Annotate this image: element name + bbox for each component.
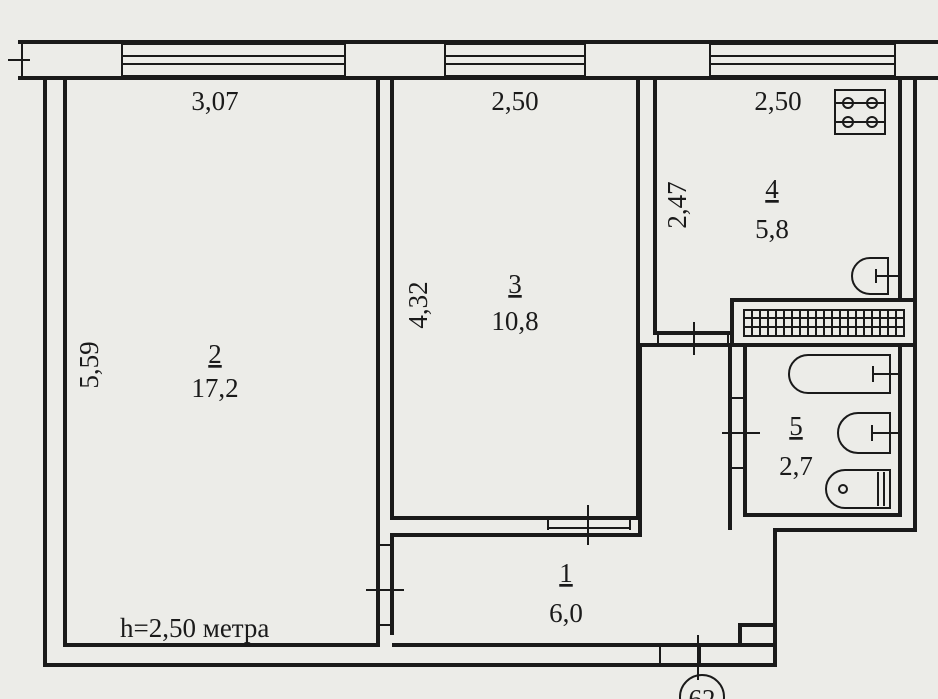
room-3-area: 10,8 [491,306,538,336]
ventilation-shaft [730,298,917,347]
room-3-length: 4,32 [403,281,433,328]
bathtub-icon [788,354,898,394]
room-2-walls [63,80,380,647]
room-4-width: 2,50 [754,86,801,116]
window [121,43,346,77]
room-1-number: 1 [559,558,573,588]
room-4-length: 2,47 [662,181,692,228]
washbasin-icon [837,412,898,454]
ceiling-height-label: h=2,50 метра [120,613,269,643]
room-4-area: 5,8 [755,214,789,244]
room-3-width: 2,50 [491,86,538,116]
room-5-walls [728,345,902,530]
room-1-area: 6,0 [549,598,583,628]
room-2-number: 2 [208,339,222,369]
window [444,43,586,77]
room-2-length: 5,59 [74,341,104,388]
partition-wall [390,80,640,520]
sink-icon [851,257,898,295]
corridor-walls [390,343,730,635]
room-2-area: 17,2 [191,373,238,403]
exterior-wall-top [8,40,938,80]
apartment-number: 62 [689,684,716,699]
room-3-number: 3 [508,269,522,299]
apartment-number-circle [679,674,725,699]
room-5-number: 5 [789,411,803,441]
window [709,43,896,77]
toilet-icon [825,469,891,509]
room-4-number: 4 [765,174,779,204]
room-5-area: 2,7 [779,451,813,481]
stove-icon [834,89,886,135]
exterior-wall-outline [43,78,917,667]
room-2-width: 3,07 [191,86,238,116]
